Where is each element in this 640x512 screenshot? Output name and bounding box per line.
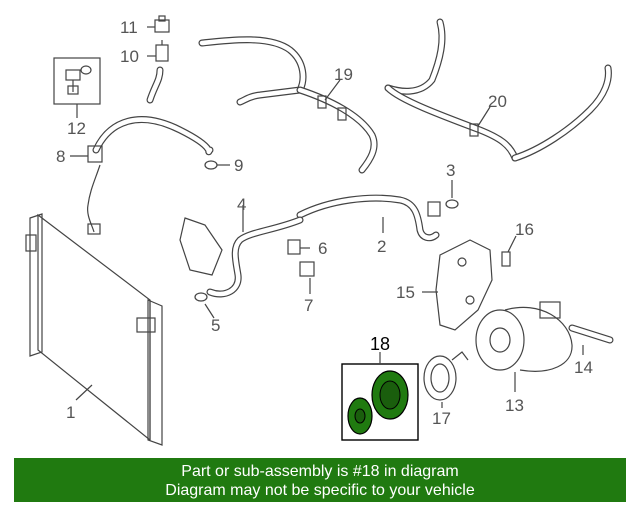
callout-19[interactable]: 19 [334, 65, 353, 84]
callout-4[interactable]: 4 [237, 195, 246, 214]
callout-16[interactable]: 16 [515, 220, 534, 239]
callout-6[interactable]: 6 [318, 239, 327, 258]
callout-3[interactable]: 3 [446, 161, 455, 180]
callout-13[interactable]: 13 [505, 396, 524, 415]
part-6-switch[interactable] [287, 239, 301, 255]
part-10-valve[interactable] [155, 40, 169, 62]
callout-10[interactable]: 10 [120, 47, 139, 66]
part-11-cap[interactable] [154, 15, 170, 33]
callout-labels: 11 10 12 8 9 4 6 5 7 2 3 19 20 15 16 14 … [56, 18, 593, 428]
callout-2[interactable]: 2 [377, 237, 386, 256]
callout-18[interactable]: 18 [370, 334, 390, 354]
callout-20[interactable]: 20 [488, 92, 507, 111]
part-19-hose[interactable] [198, 36, 378, 174]
banner-line-1: Part or sub-assembly is #18 in diagram [181, 463, 459, 480]
callout-9[interactable]: 9 [234, 156, 243, 175]
part-20-hose[interactable] [384, 18, 612, 162]
part-14-bolt[interactable] [568, 324, 614, 344]
part-18-box[interactable] [341, 363, 419, 441]
part-3-oring[interactable] [445, 199, 459, 209]
part-2-line[interactable] [296, 194, 441, 242]
part-13-compressor[interactable] [475, 301, 573, 372]
part-15-bracket[interactable] [435, 239, 493, 331]
part-7-sensor[interactable] [299, 261, 315, 277]
callout-8[interactable]: 8 [56, 147, 65, 166]
callout-12[interactable]: 12 [67, 119, 86, 138]
condenser-part[interactable] [25, 213, 163, 446]
part-17-coil[interactable] [423, 351, 469, 401]
callout-11[interactable]: 11 [120, 18, 138, 37]
callout-15[interactable]: 15 [396, 283, 415, 302]
callout-17[interactable]: 17 [432, 409, 451, 428]
info-banner: Part or sub-assembly is #18 in diagram D… [14, 458, 626, 502]
leader-lines [70, 26, 584, 408]
callout-5[interactable]: 5 [211, 316, 220, 335]
part-16-bolt[interactable] [501, 251, 511, 267]
part-4-line[interactable] [179, 216, 304, 298]
part-12-box[interactable] [53, 57, 101, 105]
part-9-oring[interactable] [204, 160, 218, 170]
banner-line-2: Diagram may not be specific to your vehi… [165, 482, 475, 499]
part-8-hose[interactable] [87, 66, 214, 235]
callout-14[interactable]: 14 [574, 358, 593, 377]
callout-7[interactable]: 7 [304, 296, 313, 315]
callout-1[interactable]: 1 [66, 403, 75, 422]
part-5-oring[interactable] [194, 292, 208, 302]
